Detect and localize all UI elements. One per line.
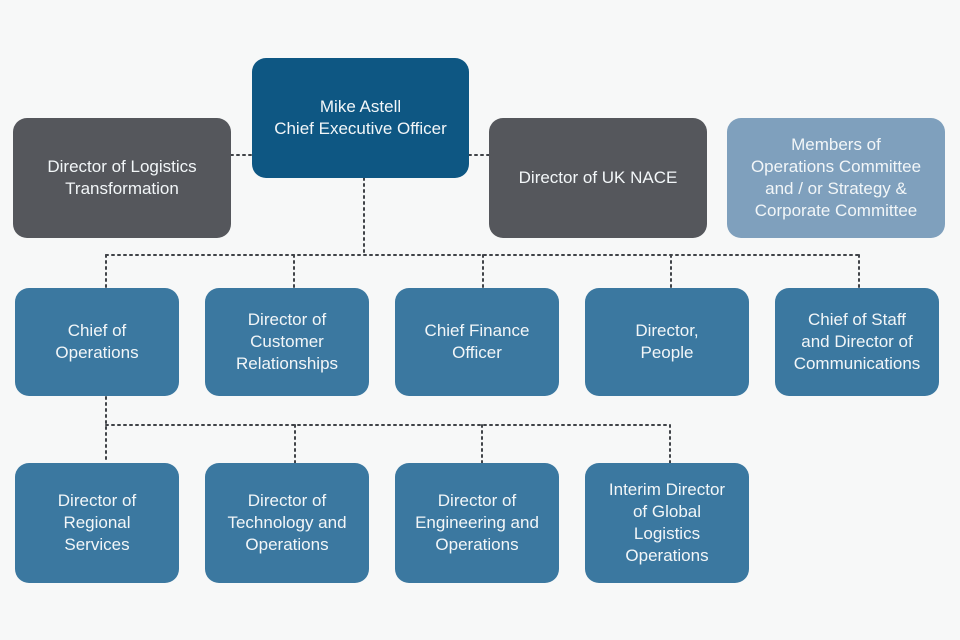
- director-people-box: Director, People: [585, 288, 749, 396]
- committee-note-box: Members of Operations Committee and / or…: [727, 118, 945, 238]
- director-uk-nace-box: Director of UK NACE: [489, 118, 707, 238]
- director-technology-operations-box: Director of Technology and Operations: [205, 463, 369, 583]
- director-regional-services-box: Director of Regional Services: [15, 463, 179, 583]
- director-customer-relationships-box: Director of Customer Relationships: [205, 288, 369, 396]
- director-engineering-operations-box: Director of Engineering and Operations: [395, 463, 559, 583]
- ceo-name: Mike Astell: [319, 97, 402, 116]
- ceo-title: Chief Executive Officer: [274, 119, 447, 138]
- director-logistics-transformation-box: Director of Logistics Transformation: [13, 118, 231, 238]
- chief-of-staff-box: Chief of Staff and Director of Communica…: [775, 288, 939, 396]
- chief-of-operations-box: Chief of Operations: [15, 288, 179, 396]
- ceo-box: Mike Astell Chief Executive Officer: [252, 58, 469, 178]
- chief-finance-officer-box: Chief Finance Officer: [395, 288, 559, 396]
- interim-director-global-logistics-box: Interim Director of Global Logistics Ope…: [585, 463, 749, 583]
